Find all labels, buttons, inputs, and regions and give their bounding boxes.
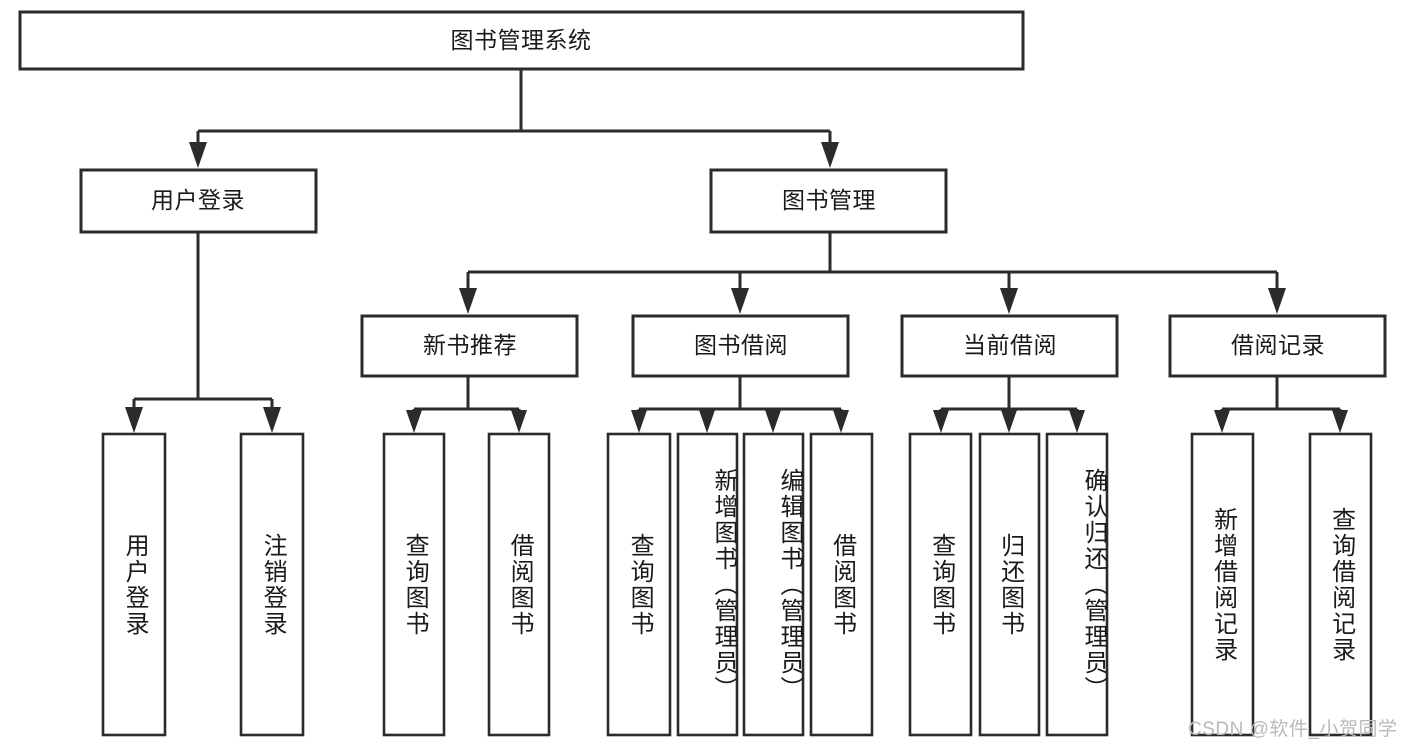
leaf-box-confirm-return[interactable] [1045, 432, 1109, 737]
node-root-box[interactable] [18, 10, 1025, 71]
arrow-head-leaf-add-book [699, 410, 715, 433]
connector-group-current-borrow [933, 376, 1085, 433]
arrow-head-leaf-return-book [1001, 410, 1017, 433]
arrow-head-leaf-add-record [1214, 410, 1230, 433]
arrow-head-book-manage [821, 142, 839, 168]
arrow-head-book-borrow [731, 288, 749, 314]
node-user-login-box[interactable] [79, 168, 318, 234]
csdn-watermark: CSDN @软件_小贺同学 [1188, 719, 1398, 740]
arrow-head-leaf-query-record [1332, 410, 1348, 433]
connector-group-book-manage [459, 232, 1286, 314]
leaf-box-borrow-book-2[interactable] [809, 432, 874, 737]
node-root[interactable]: 图书管理系统 [18, 10, 1025, 71]
node-book-manage[interactable]: 图书管理 [709, 168, 948, 234]
node-book-manage-box[interactable] [709, 168, 948, 234]
arrow-head-current-borrow [1000, 288, 1018, 314]
node-user-login-label: 用户登录 [151, 187, 245, 213]
arrow-head-new-book-recommend [459, 288, 477, 314]
node-current-borrow-box[interactable] [900, 314, 1119, 378]
connector-group-new-book-recommend [406, 376, 527, 433]
node-current-borrow[interactable]: 当前借阅 [900, 314, 1119, 378]
node-user-login[interactable]: 用户登录 [79, 168, 318, 234]
leaf-box-query-book-3[interactable] [908, 432, 973, 737]
leaf-box-borrow-book-1[interactable] [487, 432, 551, 737]
leaf-box-query-book-2[interactable] [606, 432, 672, 737]
leaf-box-logout-login[interactable] [239, 432, 305, 737]
leaf-box-add-record[interactable] [1190, 432, 1255, 737]
connector-group-root [189, 69, 839, 168]
leaf-box-return-book[interactable] [978, 432, 1041, 737]
arrow-head-leaf-query-book-3 [933, 410, 949, 433]
node-new-book-recommend-box[interactable] [360, 314, 579, 378]
connector-group-user-login [125, 232, 281, 433]
arrow-head-leaf-query-book-2 [631, 410, 647, 433]
node-book-manage-label: 图书管理 [782, 187, 876, 213]
connector-group-book-borrow [631, 376, 849, 433]
node-borrow-record-label: 借阅记录 [1231, 332, 1325, 358]
leaf-box-edit-book[interactable] [742, 432, 805, 737]
arrow-head-leaf-user-login [125, 407, 143, 433]
node-new-book-recommend-label: 新书推荐 [423, 332, 517, 358]
arrow-head-leaf-edit-book [765, 410, 781, 433]
leaf-boxes [101, 432, 1373, 737]
leaf-box-query-book-1[interactable] [382, 432, 446, 737]
arrow-head-borrow-record [1268, 288, 1286, 314]
connector-group-borrow-record [1214, 376, 1348, 433]
node-new-book-recommend[interactable]: 新书推荐 [360, 314, 579, 378]
node-root-label: 图书管理系统 [451, 27, 592, 53]
node-current-borrow-label: 当前借阅 [963, 332, 1057, 358]
arrow-head-user-login [189, 142, 207, 168]
leaf-box-query-record[interactable] [1308, 432, 1373, 737]
arrow-head-leaf-borrow-book-1 [511, 410, 527, 433]
arrow-head-leaf-logout-login [263, 407, 281, 433]
arrow-head-leaf-query-book-1 [406, 410, 422, 433]
arrow-head-leaf-confirm-return [1069, 410, 1085, 433]
node-book-borrow-box[interactable] [631, 314, 850, 378]
node-book-borrow[interactable]: 图书借阅 [631, 314, 850, 378]
node-book-borrow-label: 图书借阅 [694, 332, 788, 358]
leaf-box-user-login[interactable] [101, 432, 167, 737]
node-borrow-record[interactable]: 借阅记录 [1168, 314, 1387, 378]
leaf-box-add-book[interactable] [676, 432, 739, 737]
node-borrow-record-box[interactable] [1168, 314, 1387, 378]
arrow-head-leaf-borrow-book-2 [833, 410, 849, 433]
